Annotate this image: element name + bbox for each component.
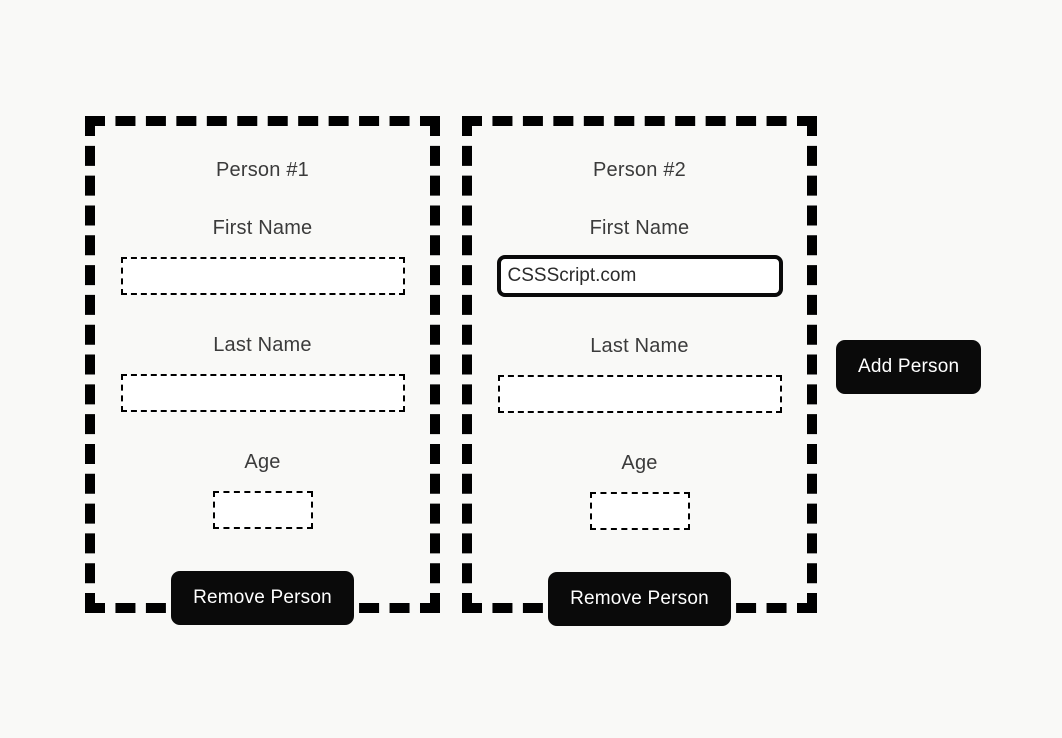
person-card-title: Person #1	[216, 159, 309, 181]
remove-person-button[interactable]: Remove Person	[548, 572, 731, 626]
remove-person-button[interactable]: Remove Person	[171, 571, 354, 625]
first-name-label: First Name	[212, 217, 313, 239]
last-name-field-2: Last Name	[497, 335, 782, 413]
age-label: Age	[621, 452, 658, 474]
add-person-button[interactable]: Add Person	[836, 340, 982, 394]
last-name-label: Last Name	[590, 335, 689, 357]
person-card-2: Person #2 First Name Last Name Age Remov…	[462, 116, 817, 626]
last-name-input[interactable]	[497, 375, 782, 413]
first-name-input[interactable]	[497, 256, 782, 296]
age-field-1: Age	[121, 452, 404, 529]
first-name-label: First Name	[589, 217, 690, 239]
first-name-input[interactable]	[120, 257, 405, 295]
first-name-field-2: First Name	[497, 217, 782, 296]
age-input[interactable]	[212, 491, 313, 529]
person-card-title: Person #2	[593, 159, 686, 181]
last-name-label: Last Name	[213, 334, 312, 356]
person-list: Person #1 First Name Last Name Age Remov…	[85, 116, 817, 626]
person-card-1: Person #1 First Name Last Name Age Remov…	[85, 116, 440, 625]
first-name-field-1: First Name	[120, 217, 405, 295]
age-input[interactable]	[589, 492, 690, 530]
last-name-field-1: Last Name	[120, 334, 405, 412]
age-field-2: Age	[498, 453, 781, 530]
last-name-input[interactable]	[120, 374, 405, 412]
age-label: Age	[244, 451, 281, 473]
